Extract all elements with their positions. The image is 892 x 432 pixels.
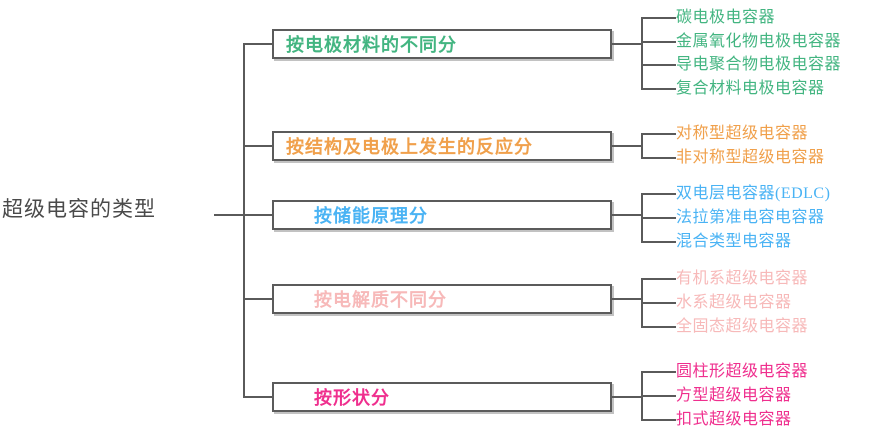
leaf-stub-1-2 [641, 41, 676, 43]
leaf-stub-3-1 [641, 193, 676, 195]
leaf-item: 金属氧化物电极电容器 [676, 33, 842, 50]
trunk-branch-line-1 [243, 43, 274, 45]
leaf-stub-2-1 [641, 133, 676, 135]
leaf-stub-5-3 [641, 419, 676, 421]
leaf-stub-4-1 [641, 278, 676, 280]
box-to-fan-line-4 [612, 298, 643, 300]
category-label-2: 按结构及电极上发生的反应分 [286, 137, 533, 157]
leaf-item: 全固态超级电容器 [676, 318, 809, 335]
category-box-3[interactable]: 按储能原理分 [272, 200, 612, 230]
main-trunk-line [243, 43, 245, 396]
leaf-stub-5-1 [641, 371, 676, 373]
trunk-branch-line-3 [243, 214, 274, 216]
box-to-fan-line-1 [612, 43, 643, 45]
leaf-stub-3-2 [641, 217, 676, 219]
leaf-stub-1-1 [641, 17, 676, 19]
box-to-fan-line-5 [612, 396, 643, 398]
leaf-item: 混合类型电容器 [676, 233, 792, 250]
category-label-5: 按形状分 [314, 388, 390, 408]
trunk-branch-line-4 [243, 298, 274, 300]
leaf-stub-4-2 [641, 302, 676, 304]
category-label-1: 按电极材料的不同分 [286, 35, 457, 55]
leaf-item: 对称型超级电容器 [676, 125, 809, 142]
leaf-item: 方型超级电容器 [676, 387, 792, 404]
category-box-4[interactable]: 按电解质不同分 [272, 284, 612, 314]
leaf-item: 水系超级电容器 [676, 294, 792, 311]
root-label: 超级电容的类型 [2, 197, 156, 221]
box-to-fan-line-3 [612, 214, 643, 216]
category-box-5[interactable]: 按形状分 [272, 382, 612, 412]
leaf-item: 复合材料电极电容器 [676, 80, 825, 97]
leaf-stub-1-4 [641, 88, 676, 90]
trunk-branch-line-2 [243, 145, 274, 147]
category-label-4: 按电解质不同分 [314, 290, 447, 310]
trunk-branch-line-5 [243, 396, 274, 398]
leaf-item: 非对称型超级电容器 [676, 149, 825, 166]
leaf-item: 导电聚合物电极电容器 [676, 56, 842, 73]
leaf-stub-4-3 [641, 326, 676, 328]
leaf-stub-1-3 [641, 64, 676, 66]
leaf-stub-5-2 [641, 395, 676, 397]
fan-spine-1 [641, 17, 643, 88]
leaf-item: 圆柱形超级电容器 [676, 363, 809, 380]
leaf-item: 法拉第准电容电容器 [676, 209, 825, 226]
leaf-item: 扣式超级电容器 [676, 411, 792, 428]
category-box-2[interactable]: 按结构及电极上发生的反应分 [272, 131, 612, 161]
leaf-item: 双电层电容器(EDLC) [676, 185, 831, 202]
category-label-3: 按储能原理分 [314, 206, 428, 226]
category-box-1[interactable]: 按电极材料的不同分 [272, 29, 612, 59]
leaf-item: 碳电极电容器 [676, 9, 776, 26]
root-stem-line [214, 214, 244, 216]
leaf-item: 有机系超级电容器 [676, 270, 809, 287]
leaf-stub-3-3 [641, 241, 676, 243]
leaf-stub-2-2 [641, 157, 676, 159]
box-to-fan-line-2 [612, 145, 643, 147]
fan-spine-2 [641, 133, 643, 158]
